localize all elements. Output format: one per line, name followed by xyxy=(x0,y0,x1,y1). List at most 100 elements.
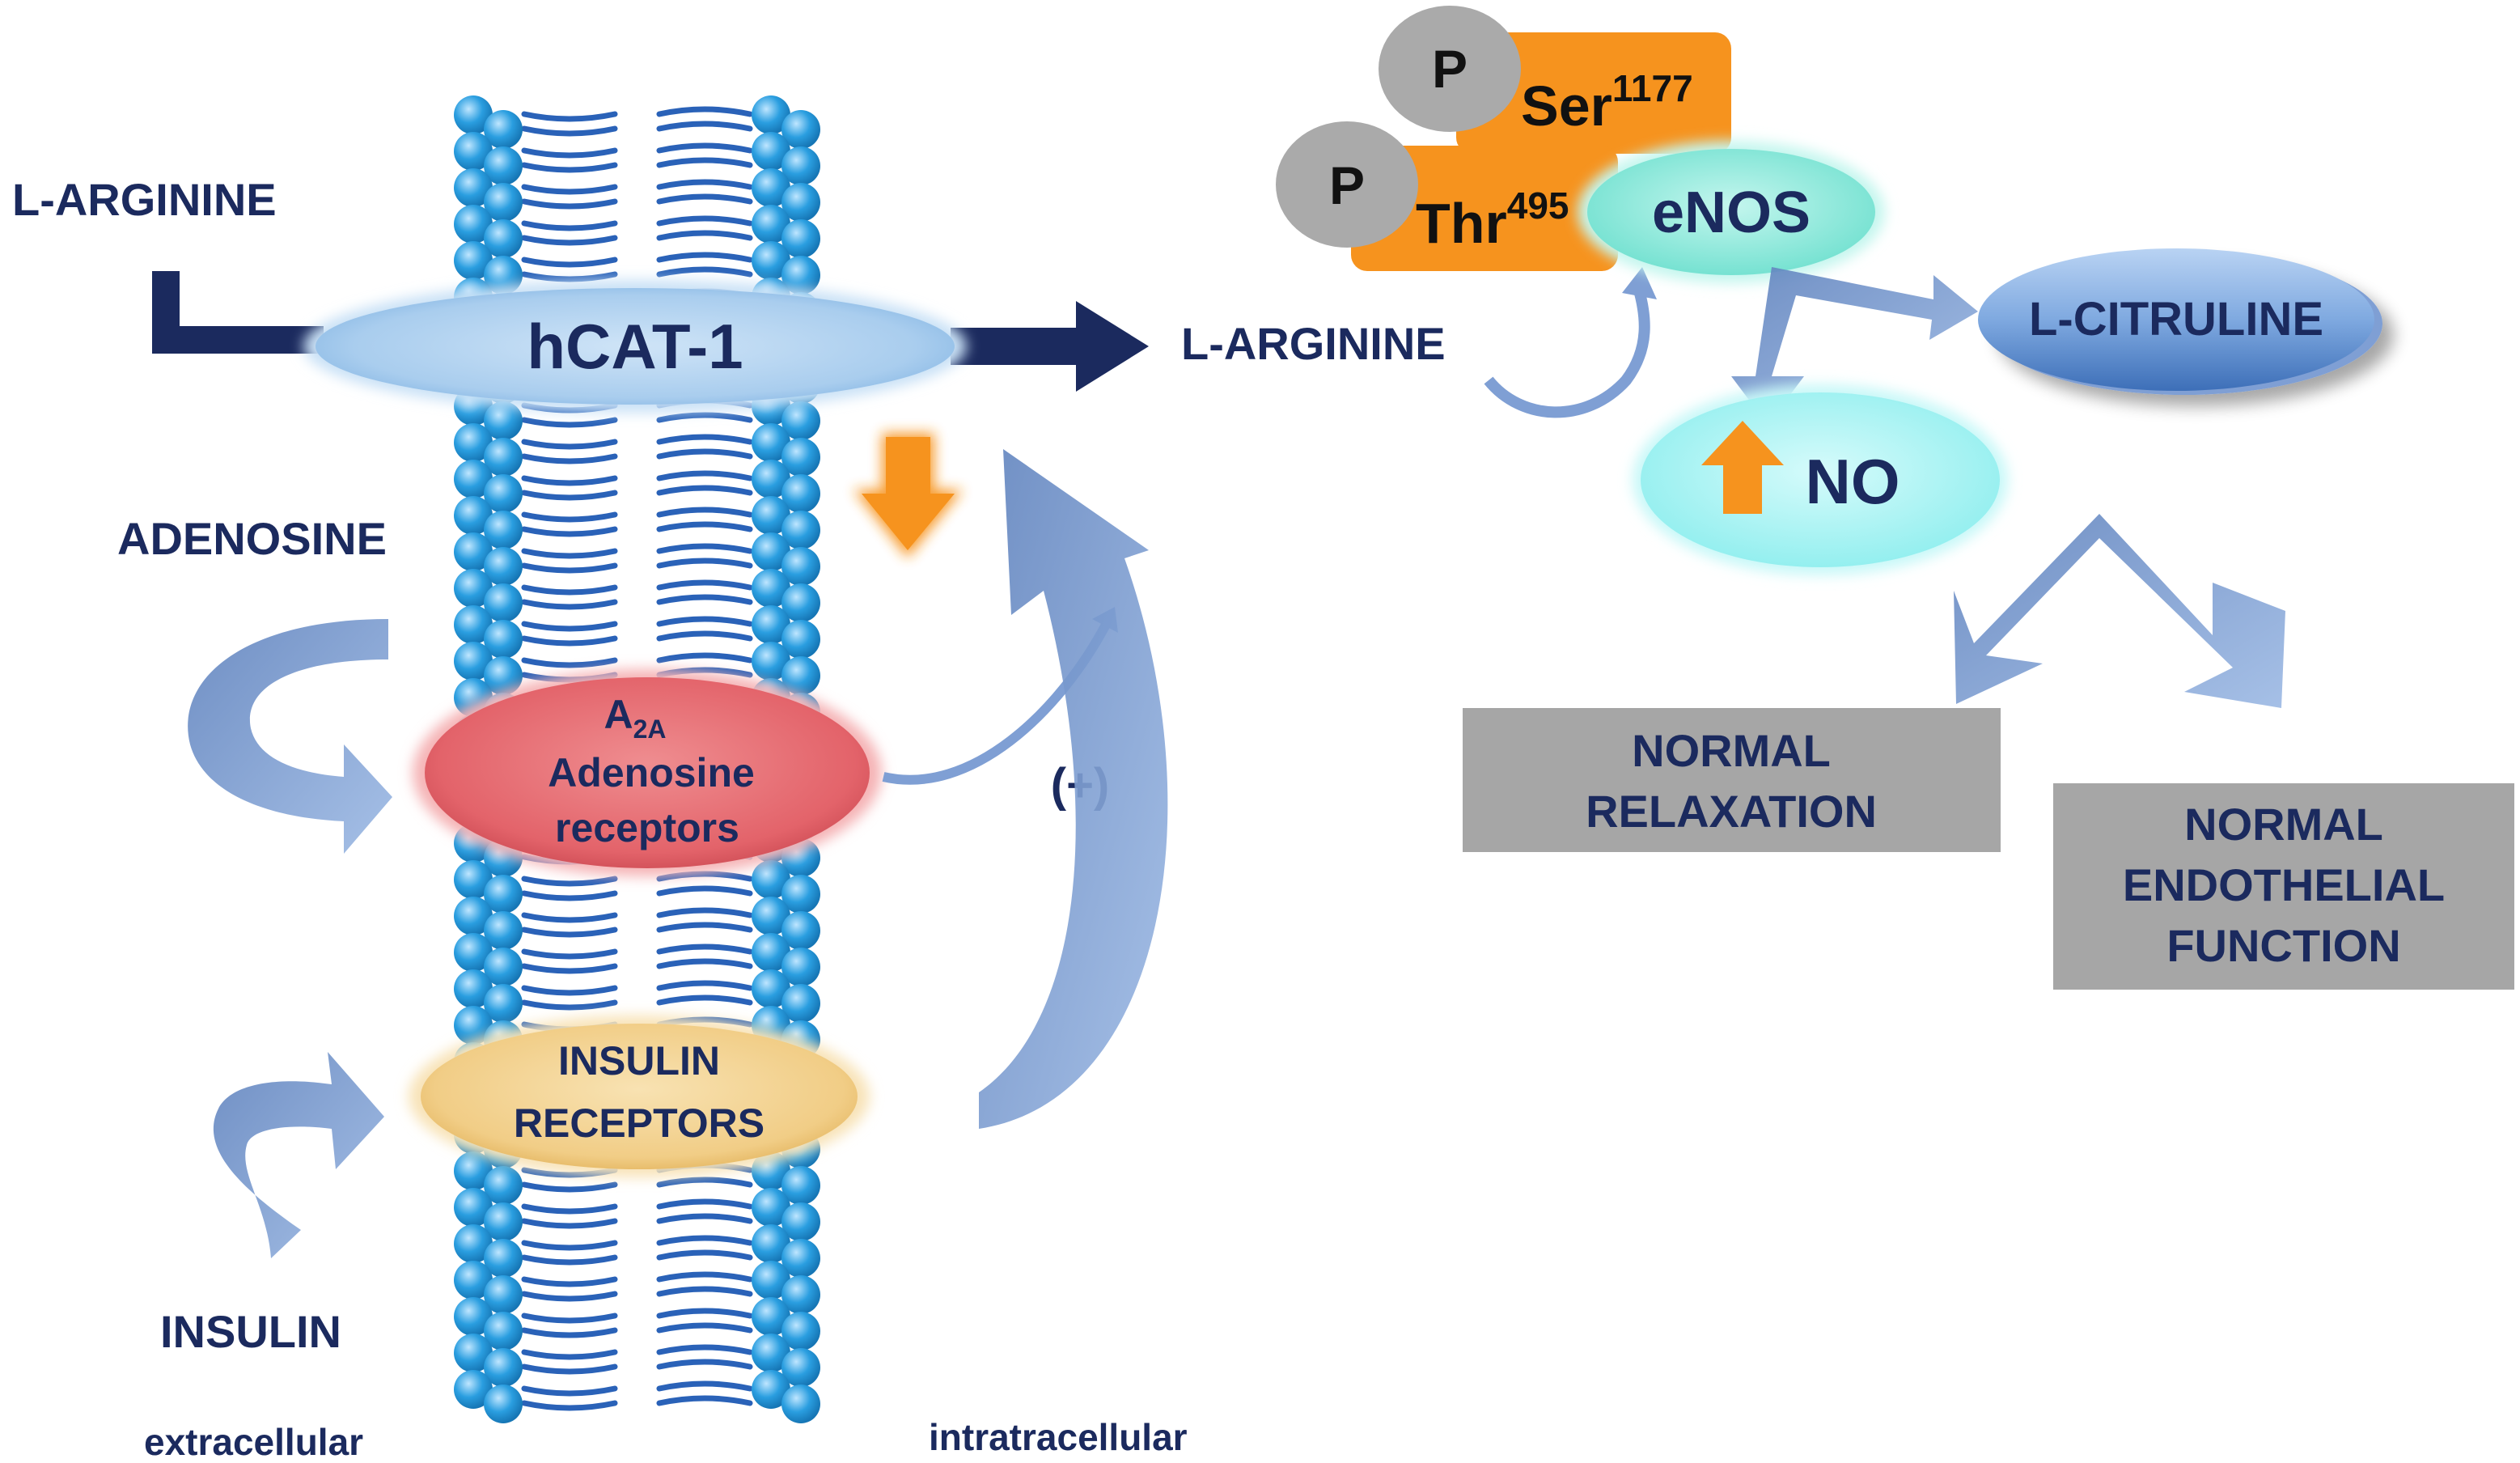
lipid-tail xyxy=(656,907,753,918)
lipid-tail xyxy=(656,121,753,132)
l-citruline-label: L-CITRULINE xyxy=(2029,293,2323,346)
lipid-head xyxy=(484,110,523,149)
lipid-head xyxy=(752,1297,790,1336)
lipid-head xyxy=(484,948,523,986)
adenosine-label: ADENOSINE xyxy=(117,513,387,564)
lipid-head xyxy=(484,656,523,695)
lipid-head xyxy=(752,1261,790,1300)
lipid-head xyxy=(484,183,523,222)
lipid-head xyxy=(484,511,523,549)
lipid-head xyxy=(484,620,523,659)
insulin-receptor xyxy=(421,1024,858,1169)
lipid-tail xyxy=(521,184,618,195)
lipid-tail xyxy=(656,1322,753,1334)
lipid-head xyxy=(454,860,493,899)
l-arginine-to-enos-arrow-head xyxy=(1622,267,1657,299)
lipid-tail xyxy=(521,999,618,1011)
lipid-head xyxy=(781,511,820,549)
lipid-head xyxy=(781,911,820,950)
insulin-stimulation-arrow xyxy=(979,449,1168,1129)
lipid-head xyxy=(484,583,523,622)
decrease-transport-arrow-core xyxy=(862,437,955,550)
lipid-head xyxy=(484,1202,523,1241)
lipid-head xyxy=(752,168,790,207)
lipid-tail xyxy=(656,230,753,241)
no-label: NO xyxy=(1806,446,1900,517)
ser1177-phospho-site xyxy=(1456,32,1731,154)
lipid-head xyxy=(454,569,493,608)
lipid-head xyxy=(752,1334,790,1372)
lipid-head xyxy=(484,438,523,477)
lipid-head xyxy=(454,205,493,244)
lipid-head xyxy=(454,423,493,462)
a2a-adenosine-receptor xyxy=(425,677,870,868)
lipid-head xyxy=(454,1297,493,1336)
lipid-tail xyxy=(521,1218,618,1229)
enos-enzyme xyxy=(1587,149,1875,275)
insulin-binding-arrow xyxy=(213,1052,384,1258)
lipid-tail xyxy=(656,1198,753,1210)
normal-endothelial-line1: NORMAL xyxy=(2184,799,2383,850)
lipid-tail xyxy=(521,635,618,647)
lipid-head xyxy=(752,569,790,608)
lipid-tail xyxy=(656,412,753,423)
phosphate-circle-ser xyxy=(1379,6,1521,132)
lipid-tail xyxy=(656,630,753,642)
thr-superscript: 495 xyxy=(1507,184,1569,227)
intracellular-label: intratracellular xyxy=(929,1416,1188,1458)
lipid-head xyxy=(454,132,493,171)
lipid-head xyxy=(781,256,820,295)
lipid-head xyxy=(752,897,790,935)
lipid-tail xyxy=(521,985,618,996)
lipid-head xyxy=(752,969,790,1008)
lipid-tail xyxy=(521,490,618,501)
lipid-head xyxy=(781,438,820,477)
lipid-head xyxy=(454,496,493,535)
lipid-tail xyxy=(521,1276,618,1287)
adenosine-binding-arrow xyxy=(188,619,392,854)
lipid-tail xyxy=(521,439,618,450)
lipid-tail xyxy=(521,1240,618,1251)
lipid-tail xyxy=(521,1400,618,1411)
lipid-tail xyxy=(656,215,753,227)
lipid-head xyxy=(752,496,790,535)
a2a-label-main: A xyxy=(604,692,633,737)
lipid-tail xyxy=(656,994,753,1006)
lipid-tail xyxy=(521,526,618,537)
lipid-head xyxy=(781,146,820,185)
lipid-tail xyxy=(656,106,753,117)
lipid-head xyxy=(454,897,493,935)
hcat-1-transporter xyxy=(316,288,955,405)
lipid-tail xyxy=(656,944,753,955)
lipid-tail xyxy=(521,511,618,523)
normal-endothelial-function-box xyxy=(2053,783,2514,990)
insulin-label: INSULIN xyxy=(160,1306,341,1357)
lipid-tail xyxy=(521,927,618,938)
lipid-tail xyxy=(656,142,753,154)
phosphate-circle-thr xyxy=(1276,121,1418,248)
lipid-tail xyxy=(656,507,753,518)
l-arginine-output-arrow xyxy=(951,301,1149,392)
lipid-tail xyxy=(656,1235,753,1246)
lipid-head xyxy=(454,969,493,1008)
lipid-tail xyxy=(521,1291,618,1302)
lipid-head xyxy=(484,219,523,258)
lipid-tail xyxy=(521,1327,618,1338)
lipid-head xyxy=(781,875,820,914)
lipid-head xyxy=(454,1151,493,1190)
lipid-tail xyxy=(656,558,753,569)
thr495-label: Thr495 xyxy=(1416,184,1569,255)
l-arginine-inside-label: L-ARGININE xyxy=(1181,318,1446,369)
lipid-head xyxy=(752,933,790,972)
lipid-tail xyxy=(656,922,753,933)
lipid-head xyxy=(454,605,493,644)
phosphate-p-ser: P xyxy=(1432,39,1468,99)
lipid-head xyxy=(752,423,790,462)
lipid-head xyxy=(454,168,493,207)
lipid-head xyxy=(752,132,790,171)
lipid-tail xyxy=(656,1359,753,1370)
lipid-head xyxy=(781,474,820,513)
lipid-head xyxy=(752,95,790,134)
lipid-tail xyxy=(521,548,618,559)
